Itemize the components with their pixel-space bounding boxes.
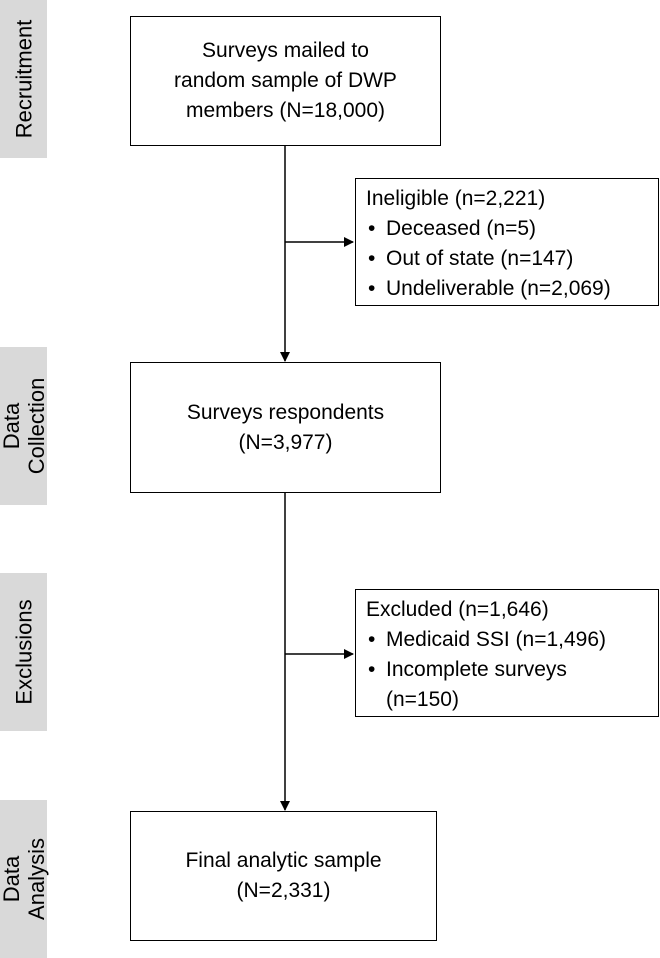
excluded-title: Excluded (n=1,646)	[366, 598, 549, 621]
stage-exclusions: Exclusions	[0, 573, 47, 731]
final-sample-box: Final analytic sample (N=2,331)	[130, 811, 437, 941]
mailed-surveys-box: Surveys mailed to random sample of DWP m…	[130, 16, 441, 146]
excluded-item-continuation: (n=150)	[386, 688, 459, 711]
respondents-box: Surveys respondents (N=3,977)	[130, 362, 441, 493]
ineligible-title: Ineligible (n=2,221)	[366, 187, 546, 210]
excluded-list: Medicaid SSI (n=1,496) Incomplete survey…	[366, 625, 650, 685]
stage-recruitment: Recruitment	[0, 0, 47, 158]
ineligible-list: Deceased (n=5) Out of state (n=147) Unde…	[366, 214, 650, 304]
excluded-box: Excluded (n=1,646) Medicaid SSI (n=1,496…	[355, 589, 659, 717]
list-item: Deceased (n=5)	[366, 214, 650, 244]
list-item: Undeliverable (n=2,069)	[366, 274, 650, 304]
list-item: Out of state (n=147)	[366, 244, 650, 274]
ineligible-box: Ineligible (n=2,221) Deceased (n=5) Out …	[355, 178, 659, 306]
list-item: Medicaid SSI (n=1,496)	[366, 625, 650, 655]
stage-data-collection: Data Collection	[0, 347, 49, 505]
list-item: Incomplete surveys	[366, 655, 650, 685]
stage-data-analysis: Data Analysis	[0, 800, 49, 958]
